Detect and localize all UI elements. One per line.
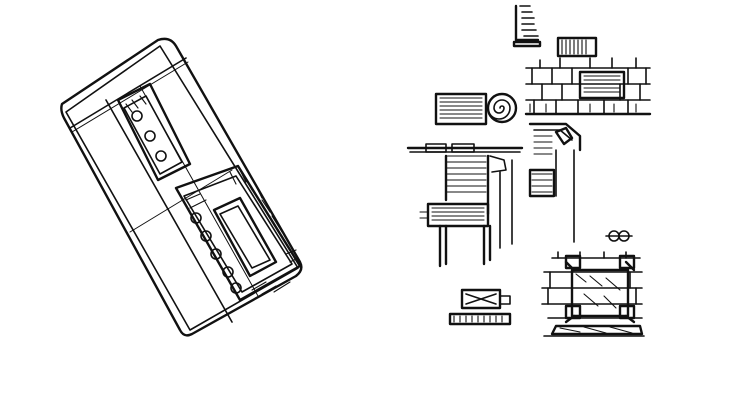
loop-symbol — [605, 230, 633, 242]
plan-column-strip — [116, 82, 192, 182]
brick-wall-detail — [524, 36, 652, 116]
left-plan-sketch — [60, 37, 303, 337]
stair-detail-top — [512, 4, 542, 48]
arched-brick-detail — [541, 251, 645, 337]
capital-detail — [528, 122, 582, 243]
plan-hatched-block — [174, 164, 302, 302]
small-pier-detail — [448, 288, 512, 326]
spiral-ornament-detail — [434, 92, 518, 126]
column-lintel-detail — [406, 143, 524, 268]
